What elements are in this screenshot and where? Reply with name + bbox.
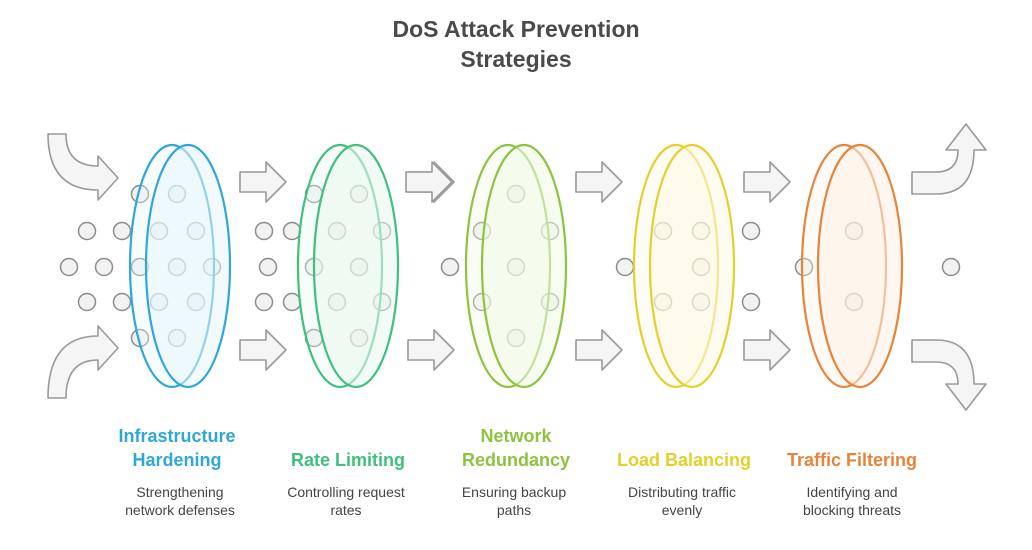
traffic-dot [941,257,961,277]
stage-desc-line: Identifying and [806,484,898,500]
curved-input-arrow-bottom-icon [47,325,119,399]
right-arrow-icon [743,329,791,371]
stage-label-line: Load Balancing [616,450,751,470]
traffic-dot [59,257,79,277]
ring-front-edge [648,143,736,389]
traffic-dot [741,221,761,241]
filter-ring-rate-limiting [296,143,400,389]
title-line-1: DoS Attack Prevention [392,16,640,42]
filter-ring-traffic-filtering [800,143,904,389]
traffic-dot [112,292,132,312]
arrows-layer [47,123,987,411]
stage-label-rate-limiting: Rate Limiting [263,448,433,472]
stage-label-traffic-filtering: Traffic Filtering [767,448,937,472]
filter-ring-load-balancing [632,143,736,389]
traffic-dot [794,257,814,277]
right-arrow-icon [743,161,791,203]
traffic-dot [77,292,97,312]
traffic-dot [94,257,114,277]
traffic-dot [741,292,761,312]
ring-front-edge [312,143,400,389]
stage-label-line: Rate Limiting [290,450,405,470]
stage-desc-infrastructure-hardening: Strengthening network defenses [95,483,265,519]
traffic-dot [282,292,302,312]
ring-front-edge [480,143,568,389]
rings-layer [128,143,904,389]
traffic-dot [254,221,274,241]
curved-input-arrow-top-icon [47,133,119,201]
curved-output-arrow-bottom-icon [911,339,987,411]
stage-label-network-redundancy: Network Redundancy [431,424,601,472]
right-arrow-icon [575,329,623,371]
stage-desc-line: rates [330,502,362,518]
traffic-dot [112,221,132,241]
stage-label-line: Hardening [132,450,222,470]
stage-label-line: Redundancy [461,450,571,470]
stage-label-line: Traffic Filtering [786,450,918,470]
stage-desc-line: Distributing traffic [628,484,736,500]
traffic-dot [440,257,460,277]
traffic-dot [254,292,274,312]
traffic-dot [282,221,302,241]
stage-desc-line: Strengthening [136,484,224,500]
diagram-title: DoS Attack Prevention Strategies [0,14,1032,74]
stage-desc-line: Controlling request [287,484,405,500]
stage-desc-network-redundancy: Ensuring backup paths [429,483,599,519]
stage-desc-line: paths [496,502,532,518]
ring-front-edge [144,143,232,389]
stage-desc-line: blocking threats [802,502,902,518]
stage-label-line: Network [480,426,552,446]
stage-label-line: Infrastructure [118,426,236,446]
filter-ring-infrastructure-hardening [128,143,232,389]
stage-desc-line: evenly [661,502,703,518]
right-arrow-icon [239,329,287,371]
stage-desc-load-balancing: Distributing traffic evenly [597,483,767,519]
title-line-2: Strategies [460,46,572,72]
stage-label-infrastructure-hardening: Infrastructure Hardening [92,424,262,472]
right-arrow-icon [405,161,453,203]
stage-desc-line: Ensuring backup [461,484,567,500]
stage-desc-rate-limiting: Controlling request rates [261,483,431,519]
traffic-dot [77,221,97,241]
right-arrow-icon [407,329,455,371]
traffic-dot [615,257,635,277]
traffic-dot [258,257,278,277]
filter-ring-network-redundancy [464,143,568,389]
curved-output-arrow-top-icon [911,123,987,195]
stage-desc-line: network defenses [125,502,235,518]
right-arrow-icon [239,161,287,203]
right-arrow-icon [575,161,623,203]
stage-desc-traffic-filtering: Identifying and blocking threats [767,483,937,519]
ring-front-edge [816,143,904,389]
stage-label-load-balancing: Load Balancing [599,448,769,472]
